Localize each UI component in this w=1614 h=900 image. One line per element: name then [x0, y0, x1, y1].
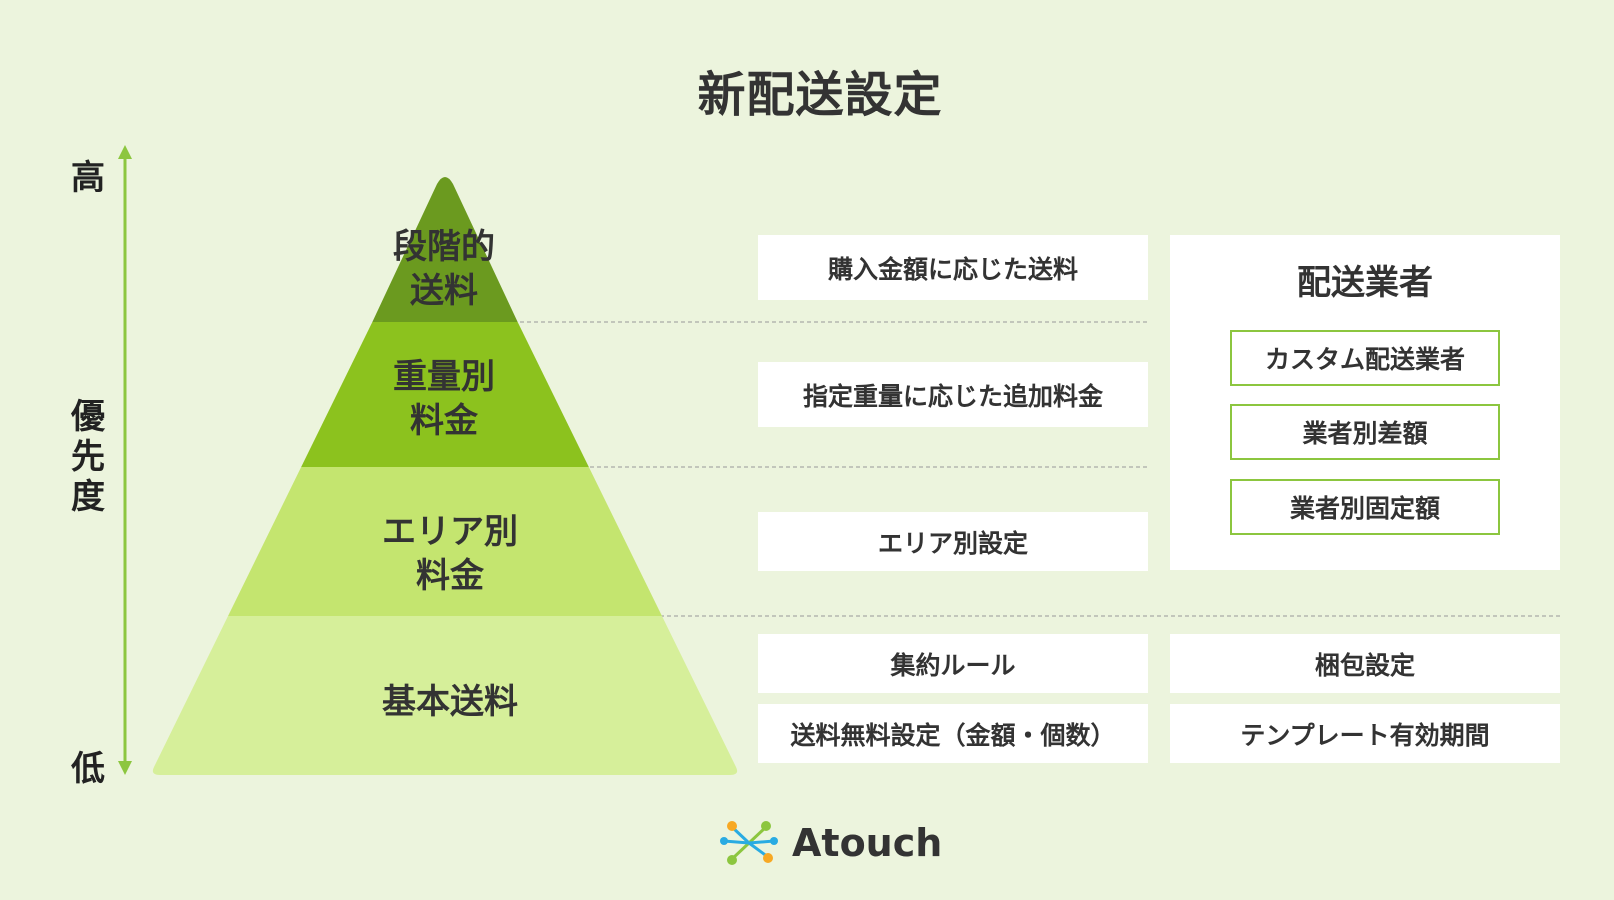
pyramid-tier-base — [152, 616, 738, 775]
free-shipping-box: 送料無料設定（金額・個数） — [758, 704, 1148, 763]
axis-priority-char: 優 — [71, 397, 105, 437]
tier3-setting-box: エリア別設定 — [758, 512, 1148, 571]
axis-priority-label: 優 先 度 — [68, 397, 108, 517]
diagram-title: 新配送設定 — [697, 67, 943, 123]
tier-label-2: 重量別 料金 — [393, 357, 495, 441]
carrier-panel-title: 配送業者 — [1297, 263, 1433, 303]
consolidation-rule-box: 集約ルール — [758, 634, 1148, 693]
atouch-logo-icon — [720, 821, 778, 865]
axis-low-label: 低 — [71, 749, 105, 789]
tier1-setting-box: 購入金額に応じた送料 — [758, 235, 1148, 300]
pyramid-tier-3 — [228, 467, 662, 616]
tier-label-1: 段階的 送料 — [393, 227, 495, 311]
axis-priority-char: 度 — [71, 477, 105, 517]
brand-name: Atouch — [792, 821, 943, 865]
tier-label-3: エリア別 料金 — [382, 512, 518, 596]
axis-high-label: 高 — [71, 158, 105, 198]
packaging-setting-box: 梱包設定 — [1170, 634, 1560, 693]
carrier-panel: 配送業者 カスタム配送業者 業者別差額 業者別固定額 — [1170, 235, 1560, 570]
priority-pyramid — [152, 177, 738, 775]
pyramid-tier-2 — [301, 322, 589, 467]
brand-logo: Atouch — [720, 815, 942, 871]
carrier-item-difference: 業者別差額 — [1230, 404, 1500, 460]
priority-arrow-icon — [118, 145, 132, 775]
tier-label-base: 基本送料 — [382, 682, 518, 722]
pyramid-tier-1 — [372, 177, 518, 322]
carrier-item-fixed: 業者別固定額 — [1230, 479, 1500, 535]
axis-priority-char: 先 — [71, 437, 105, 477]
tier2-setting-box: 指定重量に応じた追加料金 — [758, 362, 1148, 427]
carrier-item-custom: カスタム配送業者 — [1230, 330, 1500, 386]
template-validity-box: テンプレート有効期間 — [1170, 704, 1560, 763]
